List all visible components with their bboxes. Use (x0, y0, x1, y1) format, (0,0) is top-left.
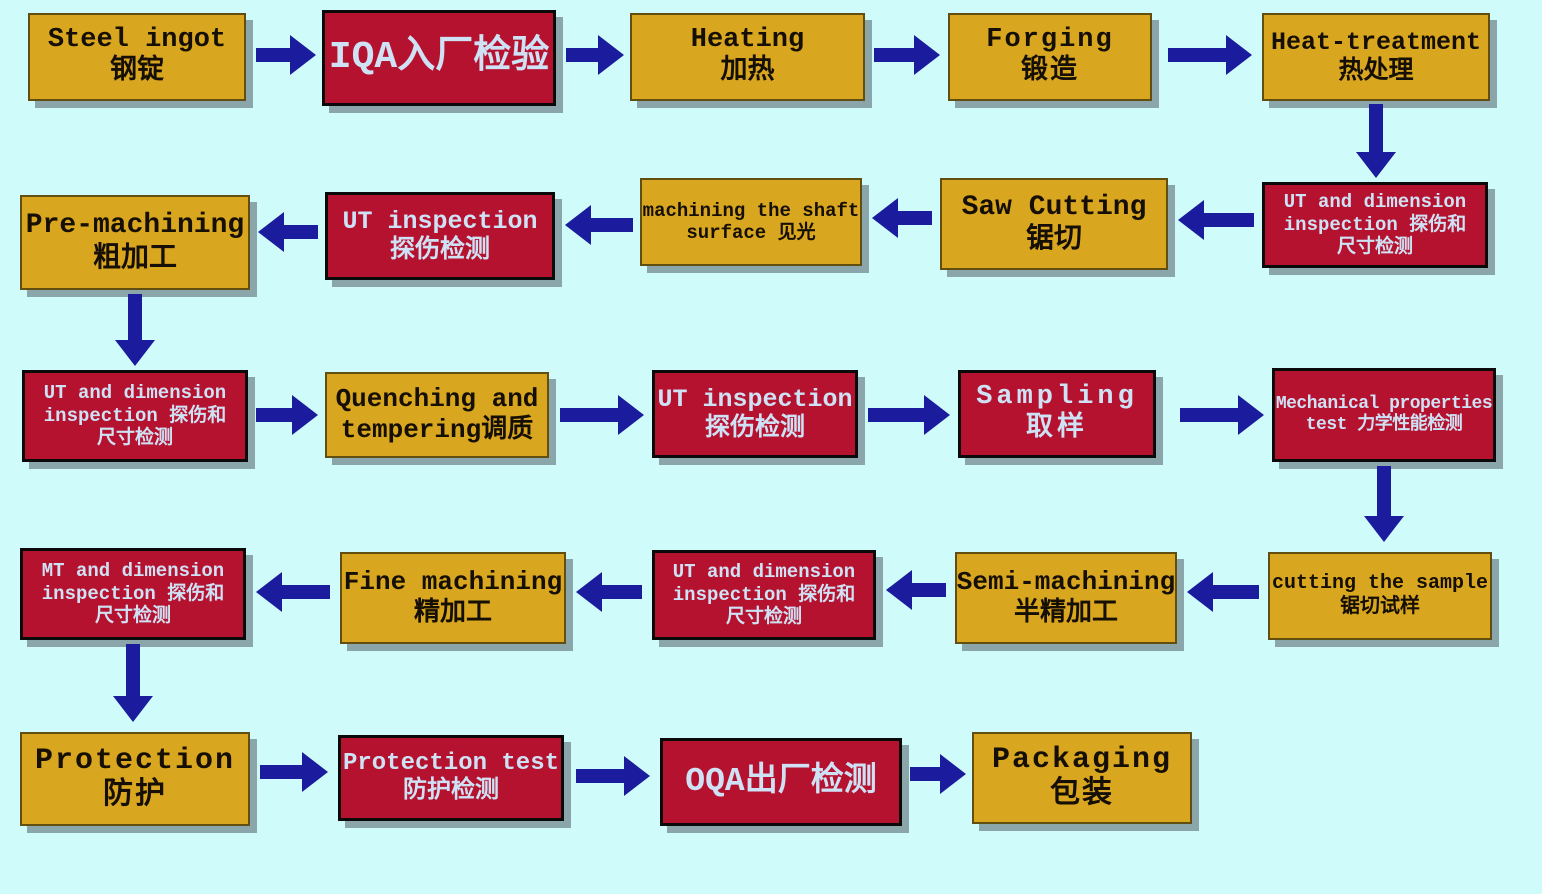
arrow-pre-machining-to-ut-dim-2 (115, 294, 155, 366)
node-label-zh: 锻造 (1021, 57, 1079, 87)
node-label-en: Heating (690, 25, 805, 56)
node-label-line1: UT and dimension (1283, 191, 1467, 214)
arrow-protection-test-to-oqa (576, 756, 650, 796)
node-label-en: Protection test (342, 749, 560, 777)
node-label-en: Semi-machining (956, 567, 1176, 598)
node-label-line3: 尺寸检测 (1336, 236, 1413, 259)
node-label: IQA入厂检验 (328, 35, 550, 79)
node-label-line1: Mechanical properties (1275, 393, 1493, 414)
node-ut-dimension-inspection-2: UT and dimension inspection 探伤和 尺寸检测 (22, 370, 248, 462)
node-forging: Forging 锻造 (948, 13, 1152, 101)
node-label-zh: 取样 (1026, 414, 1088, 444)
node-label-zh: 钢锭 (110, 57, 164, 87)
arrow-mt-dim-to-protection (113, 644, 153, 722)
node-label-en: UT inspection (657, 384, 853, 414)
node-label-en: Fine machining (343, 567, 563, 598)
arrow-ut-dim-3-to-fine-machining (576, 572, 642, 612)
node-heat-treatment: Heat-treatment 热处理 (1262, 13, 1490, 101)
node-label-zh: 精加工 (413, 598, 492, 628)
arrow-protection-to-protection-test (260, 752, 328, 792)
node-label-line1: MT and dimension (41, 560, 225, 583)
node-label-en: Protection (34, 743, 236, 778)
arrow-ut-inspection-1-to-pre-machining (258, 212, 318, 252)
node-iqa-incoming-inspection: IQA入厂检验 (322, 10, 556, 106)
arrow-forging-to-heat-treatment (1168, 35, 1252, 75)
node-label-line2: inspection 探伤和 (1283, 213, 1467, 236)
node-label-line3: 尺寸检测 (96, 427, 173, 450)
arrow-steel-ingot-to-iqa (256, 35, 316, 75)
node-fine-machining: Fine machining 精加工 (340, 552, 566, 644)
node-label-line2: inspection 探伤和 (672, 583, 856, 606)
node-label-zh: 防护检测 (403, 778, 499, 805)
node-label-zh: 包装 (1050, 778, 1114, 812)
arrow-fine-machining-to-mt-dim (256, 572, 330, 612)
arrow-ut-dim-2-to-quenching (256, 395, 318, 435)
arrow-saw-cutting-to-machining-surface (872, 198, 932, 238)
node-heating: Heating 加热 (630, 13, 865, 101)
node-label-en: Saw Cutting (961, 191, 1147, 223)
arrow-ut-inspection-2-to-sampling (868, 395, 950, 435)
node-label-zh: 探伤检测 (389, 236, 490, 265)
arrow-heating-to-forging (874, 35, 940, 75)
node-label-en: Heat-treatment (1270, 27, 1482, 57)
node-label-line2: tempering调质 (340, 415, 534, 445)
node-label-zh: 热处理 (1338, 57, 1414, 86)
node-label-en: Steel ingot (47, 25, 227, 56)
node-machining-shaft-surface: machining the shaft surface 见光 (640, 178, 862, 266)
node-pre-machining: Pre-machining 粗加工 (20, 195, 250, 290)
node-label-line1: Quenching and (335, 384, 539, 415)
node-label-line1: UT and dimension (672, 561, 856, 584)
node-label-zh: 锯切试样 (1340, 596, 1420, 619)
node-mechanical-properties-test: Mechanical properties test 力学性能检测 (1272, 368, 1496, 462)
arrow-sampling-to-mechanical-test (1180, 395, 1264, 435)
node-label: OQA出厂检测 (685, 762, 877, 800)
arrow-heat-treatment-to-ut-dim-1 (1356, 104, 1396, 178)
node-semi-machining: Semi-machining 半精加工 (955, 552, 1177, 644)
node-protection-test: Protection test 防护检测 (338, 735, 564, 821)
node-ut-inspection-2: UT inspection 探伤检测 (652, 370, 858, 458)
node-label-en: Forging (986, 25, 1114, 56)
node-label-en: UT inspection (342, 206, 538, 236)
node-label-en: cutting the sample (1271, 572, 1489, 596)
node-label-zh: 防护 (103, 779, 167, 813)
node-sampling: Sampling 取样 (958, 370, 1156, 458)
node-label-zh: 加热 (720, 57, 775, 87)
arrow-semi-machining-to-ut-dim-3 (886, 570, 946, 610)
arrow-oqa-to-packaging (910, 754, 966, 794)
node-label-zh: 锯切 (1025, 225, 1082, 256)
node-label-zh: 探伤检测 (704, 414, 805, 443)
arrow-ut-dim-1-to-saw-cutting (1178, 200, 1254, 240)
node-saw-cutting: Saw Cutting 锯切 (940, 178, 1168, 270)
node-label-line2: test 力学性能检测 (1305, 415, 1463, 435)
arrow-machining-surface-to-ut-inspection-1 (565, 205, 633, 245)
node-label-line2: inspection 探伤和 (41, 582, 225, 605)
node-label-line3: 尺寸检测 (94, 605, 171, 628)
node-cutting-the-sample: cutting the sample 锯切试样 (1268, 552, 1492, 640)
node-label-zh: 粗加工 (92, 243, 177, 275)
node-label-line1: UT and dimension (43, 382, 227, 405)
node-label-en: Pre-machining (25, 210, 245, 242)
node-label-line1: machining the shaft (642, 199, 860, 222)
arrow-quenching-to-ut-inspection-2 (560, 395, 644, 435)
node-label-en: Sampling (976, 382, 1138, 413)
arrow-mechanical-test-to-cutting-sample (1364, 466, 1404, 542)
node-label-line3: 尺寸检测 (725, 606, 802, 629)
arrow-cutting-sample-to-semi-machining (1187, 572, 1259, 612)
node-label-zh: 半精加工 (1013, 598, 1118, 628)
arrow-iqa-to-heating (566, 35, 624, 75)
node-mt-dimension-inspection: MT and dimension inspection 探伤和 尺寸检测 (20, 548, 246, 640)
node-quenching-tempering: Quenching and tempering调质 (325, 372, 549, 458)
node-oqa-outgoing-inspection: OQA出厂检测 (660, 738, 902, 826)
node-packaging: Packaging 包装 (972, 732, 1192, 824)
node-protection: Protection 防护 (20, 732, 250, 826)
node-label-line2: surface 见光 (686, 222, 816, 244)
node-steel-ingot: Steel ingot 钢锭 (28, 13, 246, 101)
node-label-line2: inspection 探伤和 (43, 404, 227, 427)
node-ut-dimension-inspection-3: UT and dimension inspection 探伤和 尺寸检测 (652, 550, 876, 640)
node-ut-dimension-inspection-1: UT and dimension inspection 探伤和 尺寸检测 (1262, 182, 1488, 268)
node-label-en: Packaging (991, 742, 1173, 777)
node-ut-inspection-1: UT inspection 探伤检测 (325, 192, 555, 280)
